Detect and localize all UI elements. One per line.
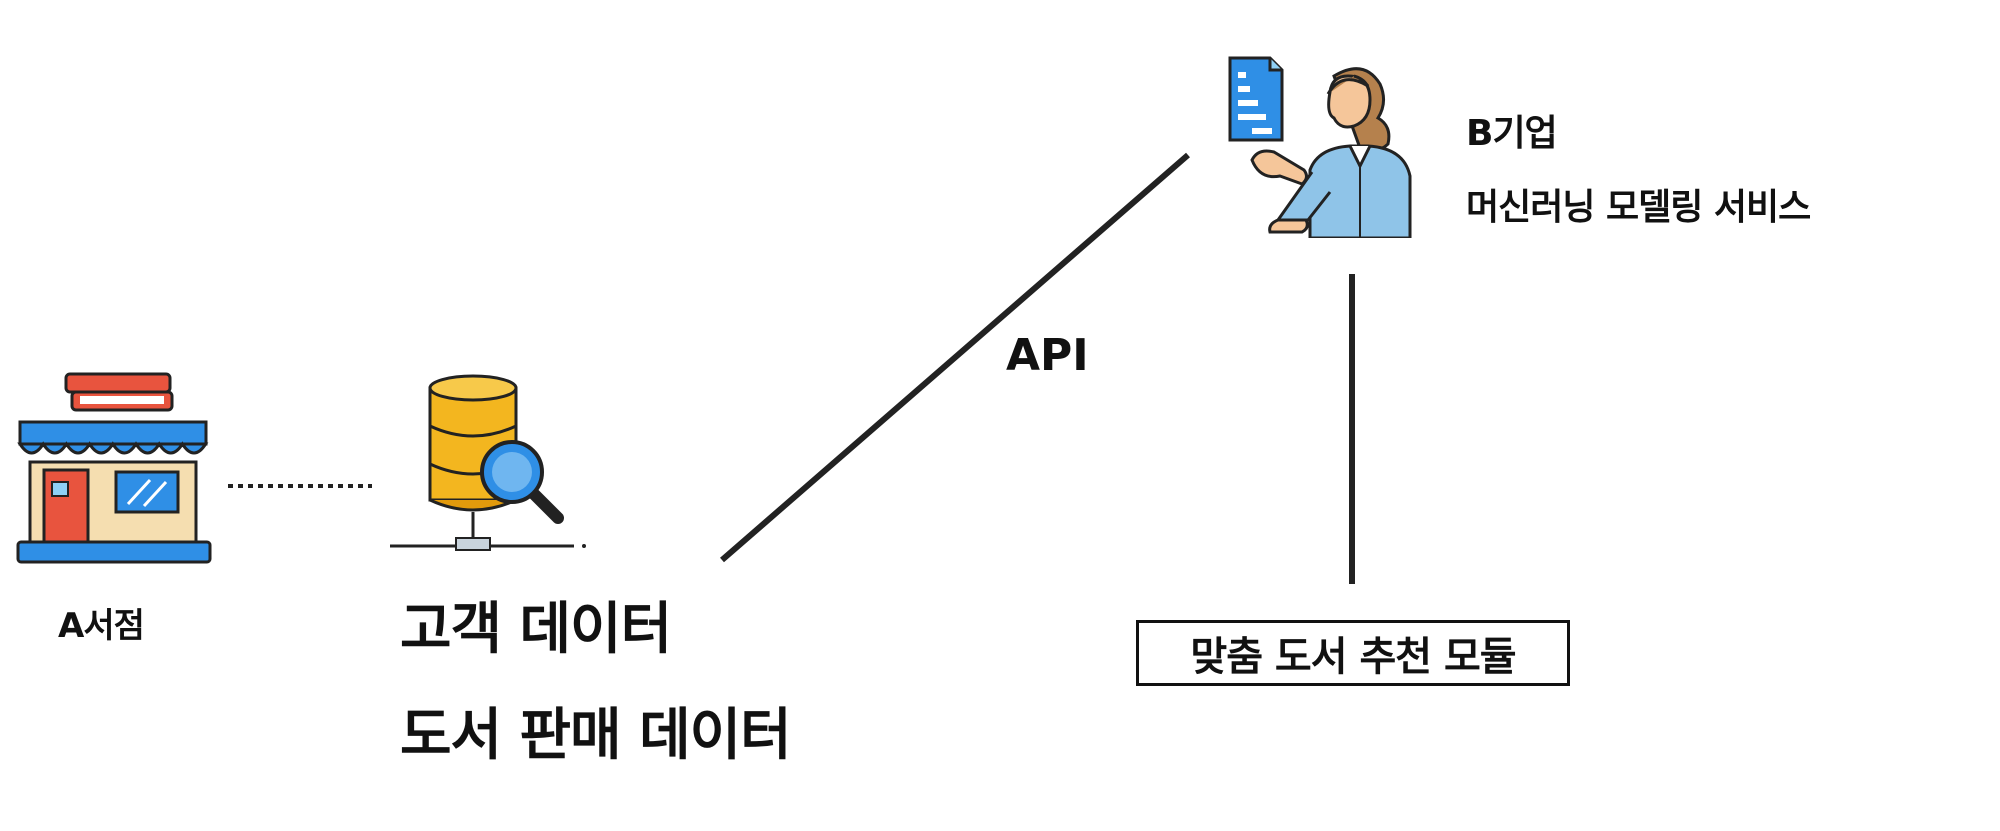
database-label-customer: 고객 데이터	[400, 597, 672, 662]
recommendation-module-label: 맞춤 도서 추천 모듈	[1190, 634, 1516, 680]
api-label: API	[1006, 330, 1089, 381]
database-search-icon	[390, 374, 586, 551]
company-label-service: 머신러닝 모델링 서비스	[1466, 187, 1811, 228]
consultant-icon	[1228, 56, 1412, 238]
recommendation-module-box: 맞춤 도서 추천 모듈	[1136, 620, 1570, 686]
bookstore-icon	[16, 372, 212, 564]
bookstore-label: A서점	[58, 606, 145, 646]
api-link-line	[720, 152, 1190, 563]
database-label-sales: 도서 판매 데이터	[400, 703, 792, 768]
company-label-name: B기업	[1466, 113, 1558, 154]
